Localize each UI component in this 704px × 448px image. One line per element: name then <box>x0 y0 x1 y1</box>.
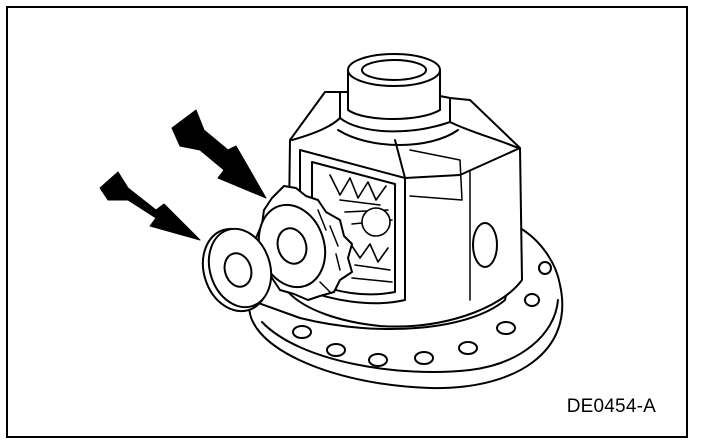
arrow-icon <box>99 171 201 241</box>
thrust-washer <box>201 227 273 313</box>
pinion-gear <box>255 185 353 301</box>
internal-gears <box>329 174 393 283</box>
arrow-icon <box>171 109 267 199</box>
flange-bolt-holes <box>292 261 552 367</box>
figure-reference-code: DE0454-A <box>566 396 656 417</box>
washer-bore <box>223 252 253 288</box>
case-side-hole <box>472 222 498 268</box>
pinion-bore <box>276 227 308 265</box>
